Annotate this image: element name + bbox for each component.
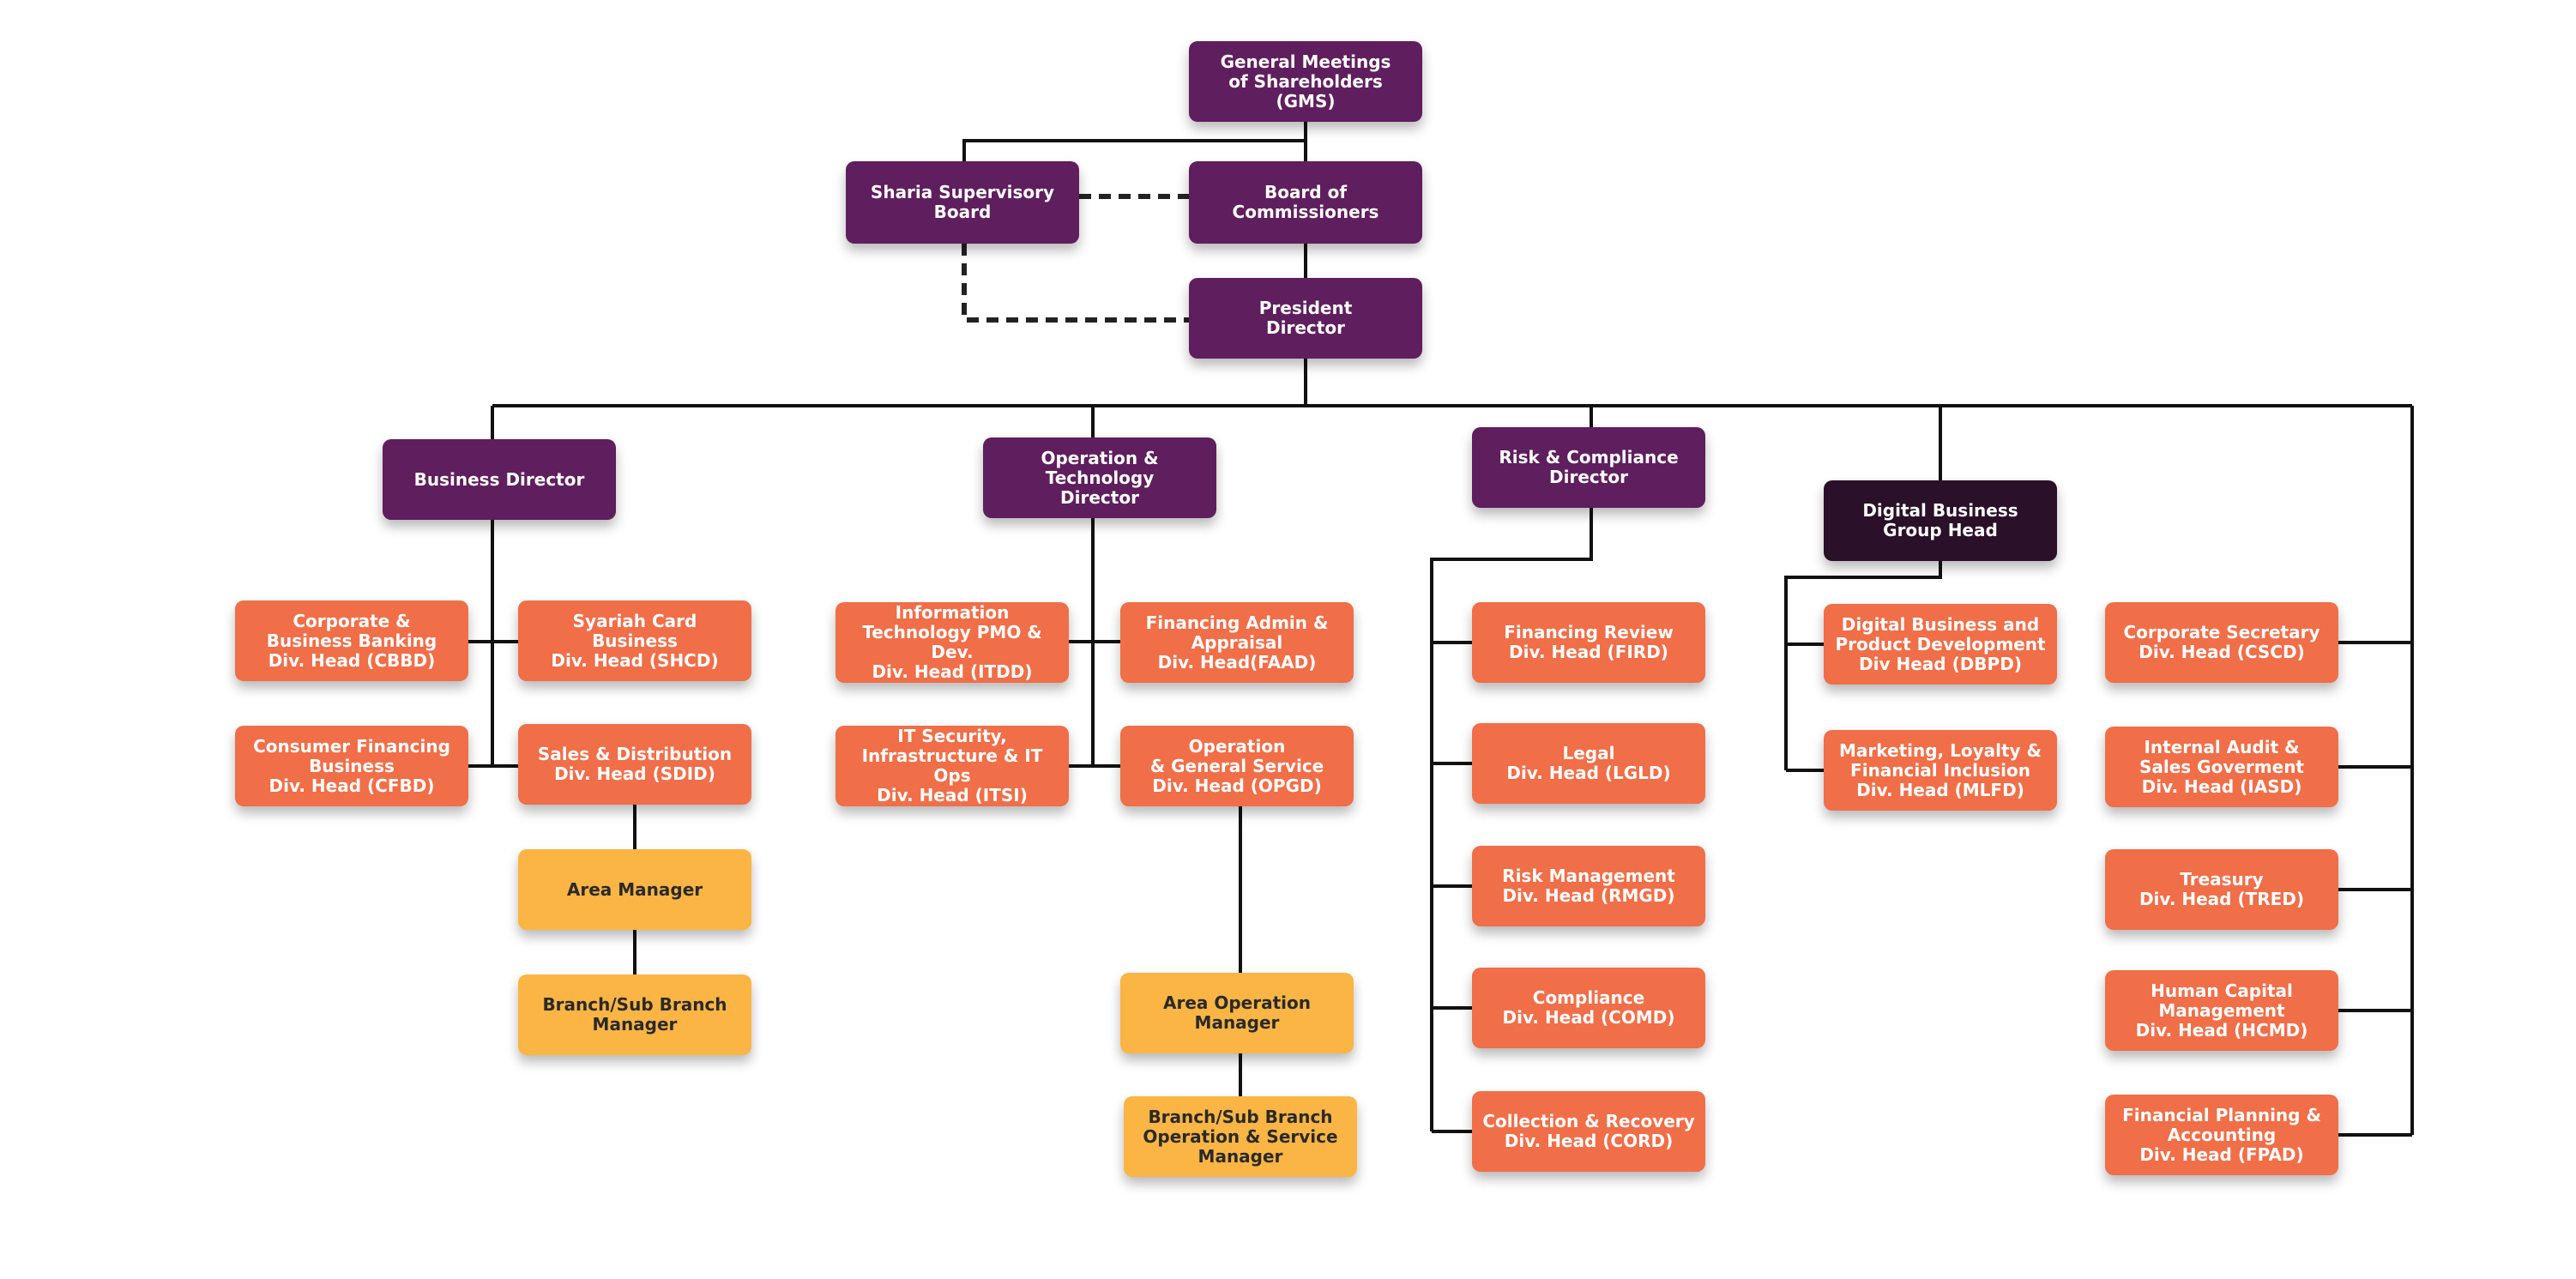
node-business-director: Business Director (383, 439, 616, 520)
node-cscd: Corporate Secretary Div. Head (CSCD) (2105, 602, 2338, 683)
node-area-manager: Area Manager (518, 849, 751, 930)
edge-risk-spine (1430, 508, 1593, 1131)
node-digital-business-group-head: Digital Business Group Head (1824, 480, 2057, 561)
node-board-of-commissioners: Board of Commissioners (1189, 161, 1422, 244)
node-itdd: Information Technology PMO & Dev. Div. H… (836, 602, 1069, 683)
node-dbpd: Digital Business and Product Development… (1824, 604, 2057, 685)
node-hcmd: Human Capital Management Div. Head (HCMD… (2105, 970, 2338, 1051)
node-branch-sub-branch-manager: Branch/Sub Branch Manager (518, 974, 751, 1055)
node-president-director: President Director (1189, 278, 1422, 359)
node-sdid: Sales & Distribution Div. Head (SDID) (518, 724, 751, 805)
node-branch-operation-service-manager: Branch/Sub Branch Operation & Service Ma… (1124, 1096, 1357, 1177)
node-cfbd: Consumer Financing Business Div. Head (C… (235, 726, 468, 806)
edge-gms-ssb (962, 122, 1307, 161)
node-tred: Treasury Div. Head (TRED) (2105, 849, 2338, 930)
node-fpad: Financial Planning & Accounting Div. Hea… (2105, 1095, 2338, 1175)
node-itsi: IT Security, Infrastructure & IT Ops Div… (836, 726, 1069, 806)
node-operation-technology-director: Operation & Technology Director (983, 437, 1216, 518)
node-risk-compliance-director: Risk & Compliance Director (1472, 427, 1705, 508)
node-area-operation-manager: Area Operation Manager (1120, 973, 1354, 1053)
node-opgd: Operation & General Service Div. Head (O… (1120, 726, 1354, 806)
node-lgld: Legal Div. Head (LGLD) (1472, 723, 1705, 804)
edge-ssb-president-dashed (962, 244, 1189, 323)
node-fird: Financing Review Div. Head (FIRD) (1472, 602, 1705, 683)
node-gms: General Meetings of Shareholders (GMS) (1189, 41, 1422, 122)
node-shcd: Syariah Card Business Div. Head (SHCD) (518, 600, 751, 681)
node-iasd: Internal Audit & Sales Goverment Div. He… (2105, 727, 2338, 807)
node-sharia-supervisory-board: Sharia Supervisory Board (846, 161, 1079, 244)
node-faad: Financing Admin & Appraisal Div. Head(FA… (1120, 602, 1354, 683)
node-mlfd: Marketing, Loyalty & Financial Inclusion… (1824, 730, 2057, 811)
node-cord: Collection & Recovery Div. Head (CORD) (1472, 1091, 1705, 1172)
edge-digital-spine (1784, 561, 1942, 770)
node-comd: Compliance Div. Head (COMD) (1472, 968, 1705, 1048)
node-rmgd: Risk Management Div. Head (RMGD) (1472, 846, 1705, 926)
node-cbbd: Corporate & Business Banking Div. Head (… (235, 600, 468, 681)
